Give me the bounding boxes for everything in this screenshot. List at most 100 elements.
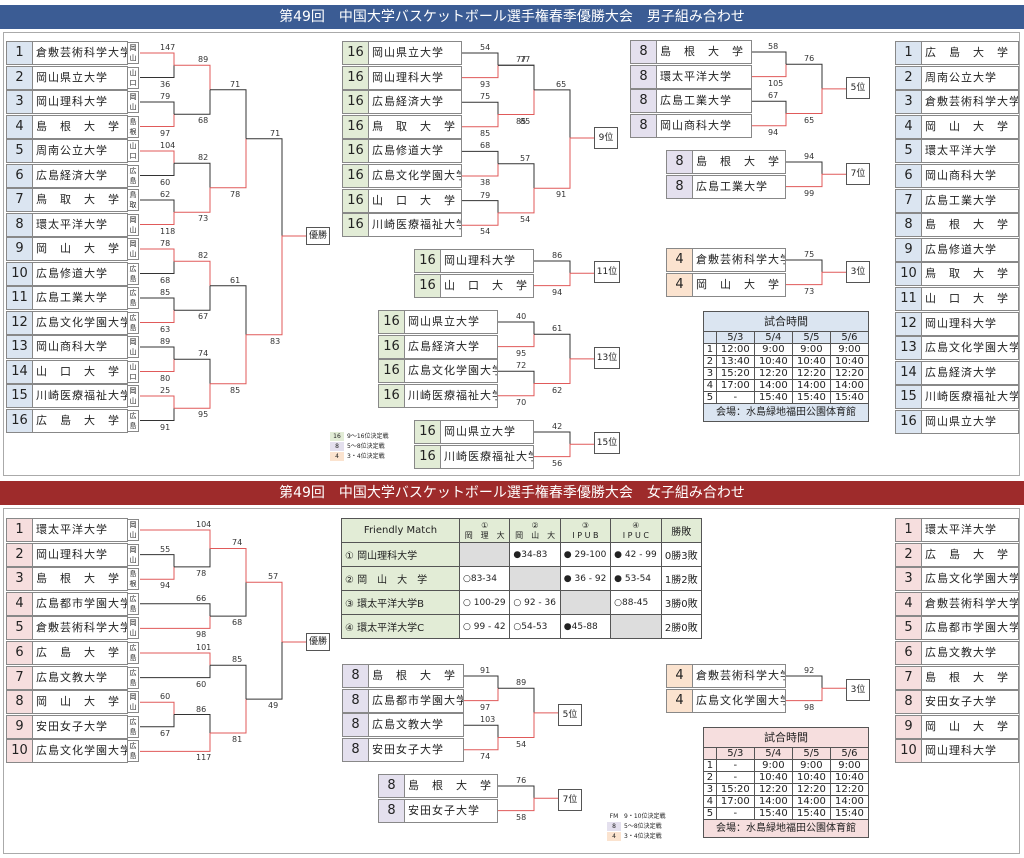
prefecture-tag: 岡山 [127, 519, 139, 541]
bracket-line [498, 687, 535, 713]
prefecture-tag: 岡山 [127, 691, 139, 714]
team-name: 川崎医療福祉大学 [444, 449, 533, 463]
seed-number: 4 [896, 592, 922, 615]
score: 74 [480, 751, 491, 761]
men-15th-box: 15位 [594, 432, 620, 454]
men-13th-box: 13位 [594, 347, 620, 369]
table-row: 試合時間 [703, 727, 869, 748]
team-name: 安田女子大学 [36, 719, 108, 733]
score: 62 [160, 190, 171, 199]
schedule-cell: 14:00 [791, 795, 831, 808]
seed-number: 16 [343, 91, 369, 114]
seed-number: 16 [896, 411, 922, 433]
score: 98 [804, 702, 815, 712]
bracket-line [140, 248, 175, 262]
schedule-cell: 10:40 [791, 355, 831, 368]
team-name: 鳥 取 大 学 [372, 119, 456, 133]
bracket-line [464, 675, 499, 689]
seed-number: 4 [667, 689, 693, 712]
bracket-line [534, 137, 594, 189]
team-name: 広 島 大 学 [36, 413, 120, 427]
friendly-record: 1勝2敗 [660, 566, 703, 591]
seed-number: 8 [667, 175, 693, 198]
score: 104 [160, 141, 176, 150]
team-name: 広 島 大 学 [925, 46, 1009, 59]
friendly-text: ① [345, 551, 354, 562]
bracket-line [462, 150, 499, 164]
schedule-cell: 5 [703, 391, 717, 404]
seed-number: 8 [896, 691, 922, 714]
friendly-cell: ○54-53 [509, 614, 561, 639]
score: 71 [230, 79, 241, 89]
score: 91 [480, 666, 491, 675]
team-name: 広島文化学園大学 [925, 341, 1018, 355]
team-name: 岡山理科大学 [36, 547, 108, 561]
team-name: 岡山県立大学 [408, 315, 480, 328]
score: 54 [480, 43, 491, 52]
team-name: 広島文教大学 [372, 718, 444, 732]
seed-number: 16 [415, 250, 441, 272]
bracket-line [140, 346, 175, 360]
bracket-line [498, 712, 558, 738]
schedule-cell: 3 [703, 367, 717, 380]
seed-number: 12 [896, 312, 922, 335]
team-name: 広島修道大学 [36, 266, 108, 280]
team-name: 広島工業大学 [925, 193, 997, 207]
seed-number: 4 [896, 115, 922, 138]
score: 77 [516, 55, 527, 65]
schedule-cell: 12:00 [715, 343, 755, 356]
team-name: 周南公立大学 [36, 144, 108, 157]
seed-number: 4 [7, 592, 33, 615]
team-name: 島 根 大 学 [36, 572, 120, 586]
score: 68 [480, 141, 491, 151]
bracket-line [498, 89, 535, 115]
score: 86 [196, 704, 207, 714]
bracket-line [786, 687, 846, 702]
team-name: 広島工業大学 [696, 179, 768, 193]
seed-number: 15 [896, 386, 922, 409]
team-name: 広島都市学園大学 [372, 693, 463, 707]
seed-number: 8 [379, 799, 405, 822]
schedule-cell: 9:00 [791, 343, 831, 356]
seed-number: 8 [667, 151, 693, 173]
seed-number: 4 [7, 115, 33, 138]
schedule-cell: 12:20 [791, 783, 831, 796]
bracket-line [140, 261, 175, 274]
table-row: 会場：水島緑地福田公園体育館 [703, 819, 869, 838]
bracket-line [498, 383, 535, 397]
score: 118 [160, 226, 176, 236]
seed-number: 8 [343, 738, 369, 761]
seed-number: 8 [631, 41, 657, 63]
seed-number: 11 [7, 287, 33, 309]
prefecture-tag: 広島 [127, 409, 139, 432]
bracket-line [498, 89, 535, 115]
team-name: 環太平洋大学 [660, 69, 732, 83]
prefecture-tag: 岡山 [127, 91, 139, 113]
bracket-line [210, 138, 247, 189]
bracket-line [140, 714, 175, 728]
schedule-cell: 10:40 [791, 771, 831, 784]
score: 65 [804, 115, 815, 125]
legend-swatch: 8 [607, 822, 621, 831]
team-name: 広島修道大学 [372, 144, 444, 158]
team-name: 広島文化学園大学 [36, 315, 127, 329]
score: 94 [160, 581, 171, 591]
